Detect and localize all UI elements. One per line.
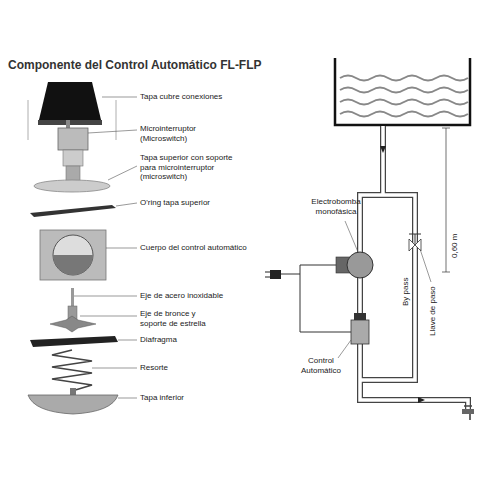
cover-cap [38, 82, 102, 124]
star-support [50, 316, 96, 332]
support-post [66, 166, 80, 182]
valve-handle [409, 234, 421, 245]
tap [462, 409, 474, 414]
water-wave [340, 88, 468, 93]
part-label: Llave de paso [428, 286, 438, 336]
part-label: Eje de bronce y soporte de estrella [140, 309, 220, 328]
power-wire [281, 265, 351, 332]
tap-spout [469, 414, 471, 420]
part-label: Tapa superior con soporte para microinte… [140, 153, 248, 182]
part-label: O'ring tapa superior [140, 198, 290, 208]
pipe-outline [360, 126, 468, 410]
guide-line [116, 100, 117, 140]
leader-line [420, 249, 431, 282]
pump [347, 252, 373, 278]
part-label: Cuerpo del control automático [140, 243, 290, 253]
diagram-title: Componente del Control Automático FL-FLP [8, 58, 262, 72]
part-label: Tapa cubre conexiones [140, 92, 290, 102]
spring [52, 350, 92, 391]
o-ring [30, 205, 116, 217]
part-label: By pass [401, 278, 411, 306]
leader-lines [74, 97, 137, 398]
tank-water [336, 66, 469, 124]
part-label: Eje de acero inoxidable [140, 291, 290, 301]
leader-line [108, 166, 137, 180]
flow-arrow [418, 397, 425, 403]
control-cap [354, 313, 366, 320]
leader-line [116, 203, 137, 206]
leader-line [106, 248, 137, 249]
tank [335, 58, 470, 125]
tap-handle [464, 405, 472, 407]
top-cover [34, 180, 110, 192]
installation-scheme [265, 58, 474, 420]
part-label: Resorte [140, 363, 290, 373]
control-body [40, 230, 106, 280]
leader-line [338, 340, 351, 358]
body-port [53, 235, 93, 275]
microswitch [58, 128, 88, 150]
steel-shaft [71, 288, 74, 308]
body-port-shade [53, 255, 93, 275]
part-label: Tapa inferior [140, 393, 290, 403]
leader-line [74, 296, 137, 297]
leader-line [345, 221, 358, 252]
leader-line [102, 97, 137, 98]
leader-line [118, 340, 137, 341]
water-wave [340, 100, 468, 105]
leader-line [118, 398, 137, 399]
plug [270, 270, 281, 279]
diaphragm [30, 336, 118, 347]
switch-bracket [63, 150, 83, 166]
pipe [360, 126, 468, 410]
dimension-line [442, 128, 450, 272]
leader-line [92, 368, 137, 369]
part-label: 0,60 m [450, 234, 460, 258]
bottom-cover [28, 395, 118, 414]
part-label: Control Automático [290, 356, 352, 375]
part-label: Diafragma [140, 335, 290, 345]
water-waves [340, 76, 468, 117]
plug-prongs [265, 272, 270, 277]
automatic-control [351, 320, 369, 344]
part-label: Microinterruptor (Microswitch) [140, 124, 210, 143]
water-wave [340, 76, 468, 81]
flow-arrow [380, 146, 386, 153]
leader-line [80, 316, 137, 317]
water-wave [340, 112, 468, 117]
leader-line [88, 130, 137, 133]
guide-line [28, 100, 29, 140]
part-label: Electrobomba monofásica [300, 197, 372, 216]
